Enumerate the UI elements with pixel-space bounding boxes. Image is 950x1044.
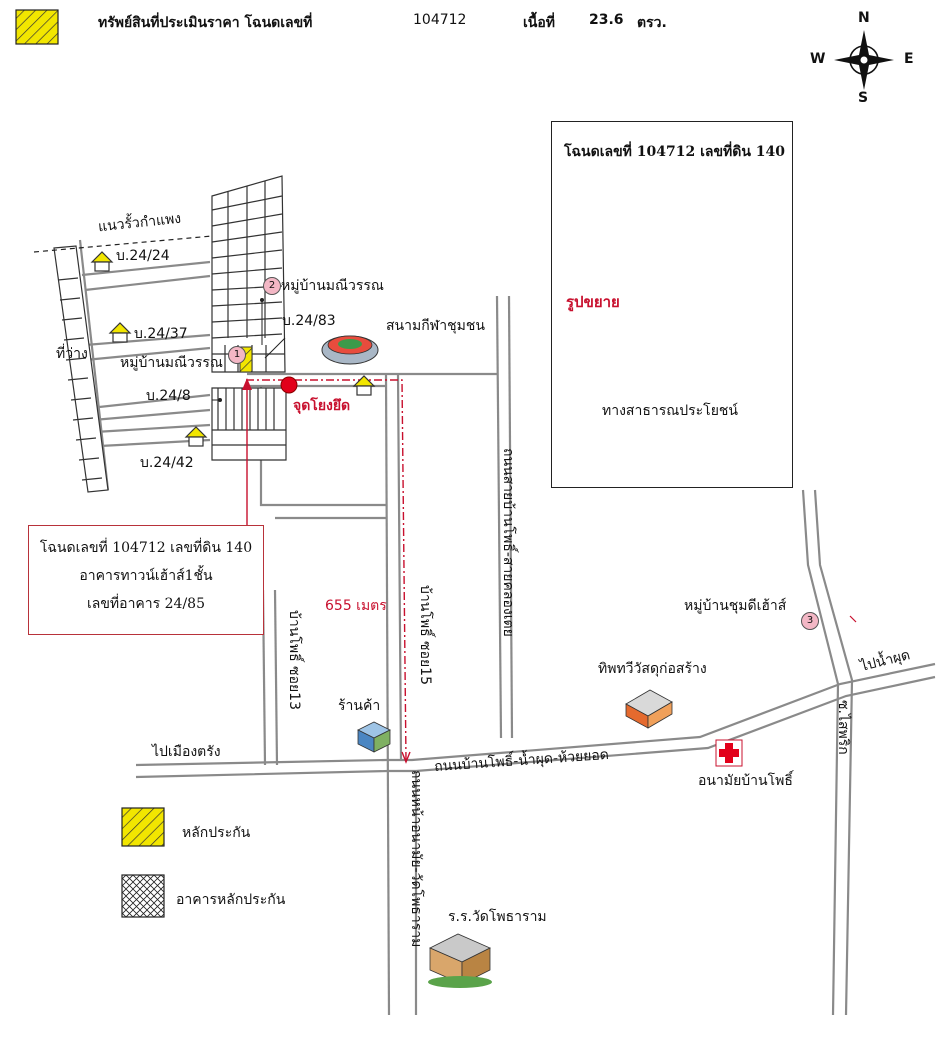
compass-w: W xyxy=(810,51,826,67)
legend-collateral-swatch xyxy=(121,807,165,847)
route-to-property xyxy=(246,379,407,761)
legend-collateral-label: หลักประกัน xyxy=(182,825,251,841)
stadium-icon xyxy=(321,335,379,365)
label-hardware-store: ทิพทวีวัสดุก่อสร้าง xyxy=(598,661,707,677)
label-house-24-24: บ.24/24 xyxy=(116,248,170,264)
townhouse-block xyxy=(211,175,287,461)
label-soi15: บ้านโพธิ์ ซอย15 xyxy=(417,585,433,685)
compass-e: E xyxy=(904,51,914,67)
label-house-24-8: บ.24/8 xyxy=(146,388,191,404)
inset-enlarged-plan xyxy=(551,121,793,488)
label-road-khlong: ถนนสายบ้านโพธิ์-สายคลองเตย xyxy=(500,448,516,637)
label-village-3: หมู่บ้านชุมดีเฮ้าส์ xyxy=(684,598,787,614)
compass-s: S xyxy=(858,90,869,106)
label-distance: 655 เมตร xyxy=(325,598,387,614)
label-village-1: หมู่บ้านมณีวรรณ xyxy=(120,355,223,371)
label-health-center: อนามัยบ้านโพธิ์ xyxy=(698,773,793,789)
legend-building-label: อาคารหลักประกัน xyxy=(176,892,286,908)
header-title: ทรัพย์สินที่ประเมินราคา โฉนดเลขที่ xyxy=(98,15,313,31)
info-line-3: เลขที่อาคาร 24/85 xyxy=(87,596,205,612)
health-center-icon xyxy=(715,739,743,767)
building-icon xyxy=(625,689,673,729)
anchor-pin xyxy=(280,376,298,394)
badge-1: 1 xyxy=(228,346,246,364)
shop-icon xyxy=(357,721,391,753)
legend-building-swatch xyxy=(121,874,165,918)
label-anchor: จุดโยงยึด xyxy=(293,398,351,414)
label-soi13: บ้านโพธิ์ ซอย13 xyxy=(286,610,302,710)
house-icon xyxy=(90,251,376,447)
label-road-saiphrik: ซ.ไสพริก xyxy=(835,700,851,755)
property-info-box: โฉนดเลขที่ 104712 เลขที่ดิน 140 อาคารทาว… xyxy=(28,525,264,635)
header-area-unit: ตรว. xyxy=(637,15,667,31)
inset-enlarge-label: รูปขยาย xyxy=(566,293,620,311)
header-area-label: เนื้อที่ xyxy=(523,15,555,31)
label-stadium: สนามกีฬาชุมชน xyxy=(386,318,485,334)
label-house-24-42: บ.24/42 xyxy=(140,455,194,471)
wall-line xyxy=(33,235,213,253)
inset-road-label: ทางสาธารณประโยชน์ xyxy=(602,403,738,419)
label-road-watpho: ถนนหน้าอนามัย-วัดโพธาราม xyxy=(408,770,424,948)
row-block-left xyxy=(53,245,109,493)
info-line-2: อาคารทาวน์เฮ้าส์1ชั้น xyxy=(79,568,213,584)
compass-icon xyxy=(834,30,894,90)
badge-2: 2 xyxy=(263,277,281,295)
label-village-2: หมู่บ้านมณีวรรณ xyxy=(281,278,384,294)
compass-n: N xyxy=(858,10,870,26)
label-vacant: ที่ว่าง xyxy=(56,346,88,362)
label-house-24-37: บ.24/37 xyxy=(134,326,188,342)
inset-title: โฉนดเลขที่ 104712 เลขที่ดิน 140 xyxy=(564,144,785,160)
header-collateral-swatch xyxy=(15,9,59,45)
label-school: ร.ร.วัดโพธาราม xyxy=(448,909,547,925)
header-deed-number: 104712 xyxy=(413,12,467,28)
header-area-value: 23.6 xyxy=(589,12,624,28)
label-house-24-83: บ.24/83 xyxy=(282,313,336,329)
label-shop: ร้านค้า xyxy=(338,698,381,714)
school-icon xyxy=(428,933,492,988)
info-line-1: โฉนดเลขที่ 104712 เลขที่ดิน 140 xyxy=(39,540,253,556)
label-to-trang: ไปเมืองตรัง xyxy=(152,744,221,760)
badge-3: 3 xyxy=(801,612,819,630)
